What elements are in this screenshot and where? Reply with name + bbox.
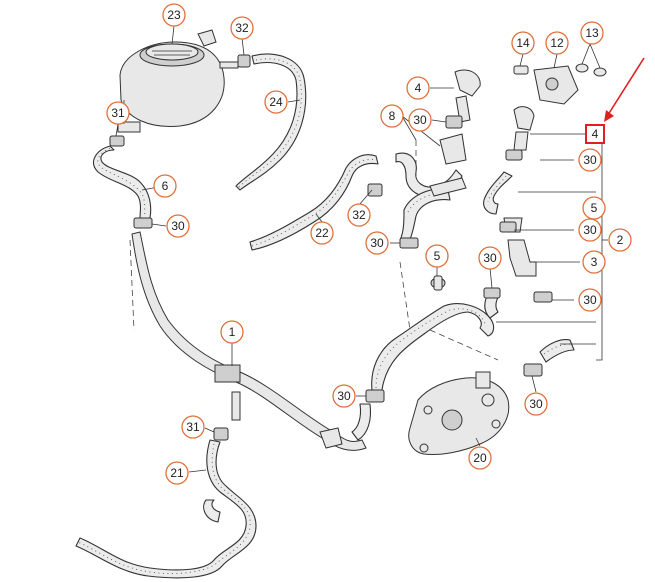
callout-21[interactable]: 21 <box>165 461 189 485</box>
callout-30[interactable]: 30 <box>478 246 502 270</box>
svg-text:14: 14 <box>516 36 530 50</box>
clamp-31-bottom <box>213 427 229 441</box>
clamp-31-top <box>109 135 125 147</box>
svg-text:30: 30 <box>529 397 543 411</box>
callout-24[interactable]: 24 <box>264 90 288 114</box>
callout-31[interactable]: 31 <box>106 101 130 125</box>
expansion-tank <box>117 29 239 133</box>
hose-6 <box>93 145 152 219</box>
hose-lower-main <box>351 303 495 441</box>
callout-2[interactable]: 2 <box>608 228 632 252</box>
hose-8 <box>395 69 481 245</box>
water-pump <box>408 371 510 455</box>
callout-30[interactable]: 30 <box>578 148 602 172</box>
svg-text:20: 20 <box>473 451 487 465</box>
hose-22 <box>249 154 379 251</box>
hose-24 <box>235 53 307 191</box>
svg-text:31: 31 <box>186 420 200 434</box>
callout-30[interactable]: 30 <box>578 218 602 242</box>
svg-text:24: 24 <box>269 95 283 109</box>
svg-text:30: 30 <box>583 223 597 237</box>
svg-text:5: 5 <box>591 201 598 215</box>
clamp-32-mid <box>367 183 383 197</box>
svg-text:1: 1 <box>229 325 236 339</box>
svg-text:4: 4 <box>592 127 599 141</box>
hose-21 <box>75 439 257 579</box>
callout-5[interactable]: 5 <box>582 196 606 220</box>
clamp-30-right-3 <box>483 287 501 299</box>
callout-32[interactable]: 32 <box>347 203 371 227</box>
callout-8[interactable]: 8 <box>380 104 404 128</box>
hose-right-lower <box>539 339 575 363</box>
svg-text:2: 2 <box>617 233 624 247</box>
callout-32[interactable]: 32 <box>230 16 254 40</box>
callout-4-highlighted[interactable]: 4 <box>585 124 605 144</box>
callout-3[interactable]: 3 <box>582 250 606 274</box>
callout-20[interactable]: 20 <box>468 446 492 470</box>
clamp-30-lower <box>365 389 385 403</box>
svg-text:32: 32 <box>352 208 366 222</box>
clamp-30-upper-center <box>445 115 463 129</box>
svg-text:21: 21 <box>170 466 184 480</box>
callout-30[interactable]: 30 <box>332 384 356 408</box>
svg-text:4: 4 <box>415 81 422 95</box>
svg-text:32: 32 <box>235 21 249 35</box>
callout-1[interactable]: 1 <box>220 320 244 344</box>
callout-30[interactable]: 30 <box>408 108 432 132</box>
callout-30[interactable]: 30 <box>578 288 602 312</box>
clamp-30-right-2 <box>499 221 517 233</box>
callout-4[interactable]: 4 <box>406 76 430 100</box>
callout-12[interactable]: 12 <box>545 31 569 55</box>
svg-text:3: 3 <box>591 255 598 269</box>
callout-23[interactable]: 23 <box>162 3 186 27</box>
svg-text:23: 23 <box>167 8 181 22</box>
clamp-30-pump-right <box>523 363 543 377</box>
metal-pipe-1 <box>131 231 367 451</box>
clamp-30-right-4 <box>533 291 553 303</box>
svg-text:31: 31 <box>111 106 125 120</box>
clamp-30-right-1 <box>505 149 523 161</box>
svg-text:8: 8 <box>389 109 396 123</box>
svg-text:30: 30 <box>483 251 497 265</box>
clamp-30-mid-center <box>399 237 419 249</box>
callout-30[interactable]: 30 <box>365 231 389 255</box>
svg-text:5: 5 <box>434 249 441 263</box>
callout-31[interactable]: 31 <box>181 415 205 439</box>
clamp-32-top <box>237 54 251 68</box>
svg-text:30: 30 <box>413 113 427 127</box>
svg-text:22: 22 <box>315 226 329 240</box>
svg-text:30: 30 <box>583 293 597 307</box>
callout-5[interactable]: 5 <box>425 244 449 268</box>
svg-text:30: 30 <box>370 236 384 250</box>
valve-assembly <box>513 63 607 105</box>
highlight-arrow <box>604 57 645 122</box>
callout-13[interactable]: 13 <box>580 21 604 45</box>
bleeder-valve <box>430 275 446 291</box>
svg-text:13: 13 <box>585 26 599 40</box>
callout-30[interactable]: 30 <box>166 214 190 238</box>
clamp-30-left <box>133 217 153 229</box>
svg-text:30: 30 <box>583 153 597 167</box>
svg-text:30: 30 <box>337 389 351 403</box>
svg-text:12: 12 <box>550 36 564 50</box>
callout-14[interactable]: 14 <box>511 31 535 55</box>
svg-text:30: 30 <box>171 219 185 233</box>
callout-30[interactable]: 30 <box>524 392 548 416</box>
callout-6[interactable]: 6 <box>153 174 177 198</box>
callout-22[interactable]: 22 <box>310 221 334 245</box>
svg-text:6: 6 <box>162 179 169 193</box>
